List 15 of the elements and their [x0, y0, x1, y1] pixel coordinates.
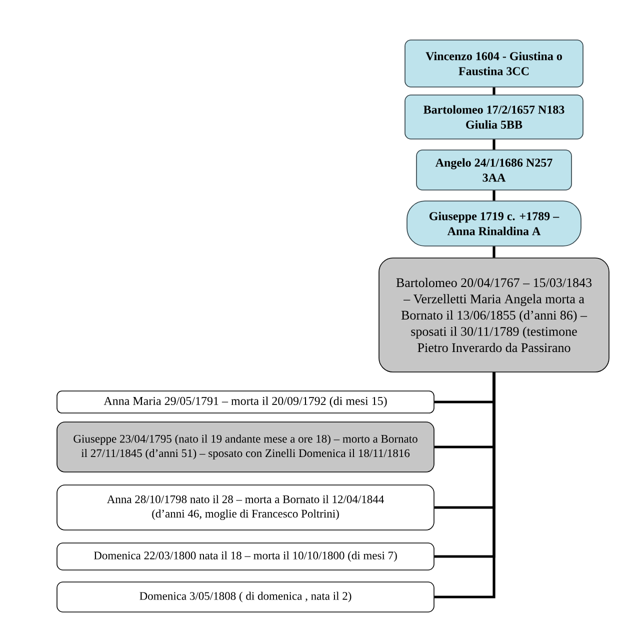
person-box: Bartolomeo 20/04/1767 – 15/03/1843 – Verzelletti Maria Angela morta a Bornato il 13/06/1855 (d’anni 86) – sposati il 30/11/1789 (testimone Pietro Inverardo da Passirano: [378, 258, 610, 372]
connector-line: [492, 87, 496, 95]
person-box: Giuseppe 1719 c. +1789 – Anna Rinaldina A: [406, 200, 582, 246]
connector-line: [434, 372, 496, 598]
person-box: Domenica 22/03/1800 nata il 18 – morta il 10/10/1800 (di mesi 7): [56, 542, 434, 570]
connector-line: [492, 139, 496, 150]
person-box: Angelo 24/1/1686 N257 3AA: [416, 150, 572, 190]
person-box: Giuseppe 23/04/1795 (nato il 19 andante mese a ore 18) – morto a Bornato il 27/11/1845 (d’anni 51) – sposato con Zinelli Domenica il 18/11/1816: [56, 422, 434, 472]
connector-line: [492, 190, 496, 201]
person-box: Anna Maria 29/05/1791 – morta il 20/09/1792 (di mesi 15): [56, 390, 434, 414]
person-box: Bartolomeo 17/2/1657 N183 Giulia 5BB: [404, 94, 584, 140]
person-box: Vincenzo 1604 - Giustina o Faustina 3CC: [404, 40, 584, 88]
connector-line: [492, 246, 496, 258]
person-box: Anna 28/10/1798 nato il 28 – morta a Bornato il 12/04/1844 (d’anni 46, moglie di Francesco Poltrini): [56, 484, 434, 530]
person-box: Domenica 3/05/1808 ( di domenica , nata il 2): [56, 582, 434, 612]
